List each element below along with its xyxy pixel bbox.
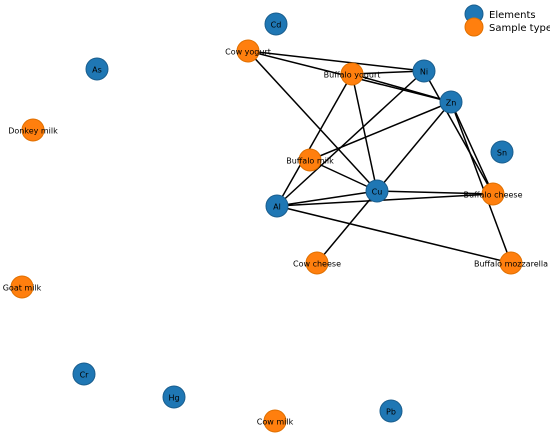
node-hg: Hg	[162, 385, 186, 409]
legend-elements-label: Elements	[489, 10, 536, 21]
node-ni: Ni	[412, 59, 436, 83]
node-pb-label: Pb	[386, 408, 396, 417]
node-cr-marker	[72, 362, 96, 386]
edge-buffalo-yogurt-al	[276, 73, 353, 207]
node-cu: Cu	[365, 179, 389, 203]
node-hg-label: Hg	[168, 394, 179, 403]
node-buffalo-yogurt-marker	[340, 62, 364, 86]
edge-cow-yogurt-ni	[247, 50, 425, 72]
edge-cow-yogurt-cu	[247, 50, 378, 192]
node-cow-yogurt-label: Cow yogurt	[225, 48, 271, 57]
node-cd-label: Cd	[271, 21, 282, 30]
node-cu-label: Cu	[372, 188, 383, 197]
node-cow-milk: Cow milk	[257, 409, 294, 433]
edge-buffalo-milk-zn	[309, 101, 452, 161]
node-goat-milk: Goat milk	[3, 275, 42, 299]
node-buffalo-cheese-label: Buffalo cheese	[463, 191, 522, 200]
edge-zn-cu	[376, 101, 452, 192]
node-buffalo-mozzarella-label: Buffalo mozzarella	[474, 260, 548, 269]
node-pb-marker	[379, 399, 403, 423]
node-cow-cheese: Cow cheese	[293, 251, 341, 275]
node-as: As	[85, 57, 109, 81]
node-zn-label: Zn	[446, 99, 457, 108]
edge-buffalo-yogurt-zn	[351, 73, 452, 103]
edge-zn-buffalo-mozzarella	[450, 101, 512, 264]
node-zn: Zn	[439, 90, 463, 114]
node-as-label: As	[92, 66, 102, 75]
node-cow-yogurt-marker	[236, 39, 260, 63]
node-hg-marker	[162, 385, 186, 409]
node-cow-cheese-label: Cow cheese	[293, 260, 341, 269]
node-cow-yogurt: Cow yogurt	[225, 39, 271, 63]
edge-ni-al	[276, 70, 425, 207]
node-buffalo-yogurt: Buffalo yogurt	[324, 62, 381, 86]
node-cr: Cr	[72, 362, 96, 386]
node-sn: Sn	[490, 140, 514, 164]
node-as-marker	[85, 57, 109, 81]
node-sn-marker	[490, 140, 514, 164]
legend-sample-types-label: Sample types	[489, 23, 550, 34]
edge-al-buffalo-cheese	[276, 193, 494, 207]
node-buffalo-yogurt-label: Buffalo yogurt	[324, 71, 381, 80]
node-cu-marker	[365, 179, 389, 203]
node-goat-milk-label: Goat milk	[3, 284, 42, 293]
node-buffalo-cheese: Buffalo cheese	[463, 182, 523, 206]
node-ni-marker	[412, 59, 436, 83]
edge-buffalo-yogurt-cu	[351, 73, 378, 192]
node-buffalo-mozzarella: Buffalo mozzarella	[474, 251, 548, 275]
node-ni-label: Ni	[420, 68, 428, 77]
node-goat-milk-marker	[10, 275, 34, 299]
node-sn-label: Sn	[497, 149, 507, 158]
legend: Elements Sample types	[464, 4, 550, 37]
node-buffalo-milk-marker	[298, 148, 322, 172]
node-cd: Cd	[264, 12, 288, 36]
edge-cu-al	[276, 190, 378, 207]
edges-layer	[247, 50, 512, 264]
node-buffalo-milk-label: Buffalo milk	[286, 157, 334, 166]
node-donkey-milk-marker	[21, 118, 45, 142]
node-al-label: Al	[273, 203, 281, 212]
edge-ni-buffalo-cheese	[423, 70, 494, 195]
node-buffalo-cheese-marker	[481, 182, 505, 206]
node-buffalo-mozzarella-marker	[499, 251, 523, 275]
node-zn-marker	[439, 90, 463, 114]
edge-cu-cow-cheese	[316, 190, 378, 264]
node-cow-milk-label: Cow milk	[257, 418, 294, 427]
node-buffalo-milk: Buffalo milk	[286, 148, 334, 172]
legend-sample-type-marker	[464, 17, 484, 37]
node-cow-cheese-marker	[305, 251, 329, 275]
node-pb: Pb	[379, 399, 403, 423]
node-donkey-milk: Donkey milk	[8, 118, 58, 142]
edge-buffalo-yogurt-ni	[351, 70, 425, 75]
node-al-marker	[265, 194, 289, 218]
node-cd-marker	[264, 12, 288, 36]
node-cr-label: Cr	[80, 371, 90, 380]
node-cow-milk-marker	[263, 409, 287, 433]
node-al: Al	[265, 194, 289, 218]
node-donkey-milk-label: Donkey milk	[8, 127, 58, 136]
edge-cu-buffalo-cheese	[376, 190, 494, 195]
edge-al-buffalo-mozzarella	[276, 205, 512, 264]
edge-zn-buffalo-cheese	[450, 101, 494, 195]
